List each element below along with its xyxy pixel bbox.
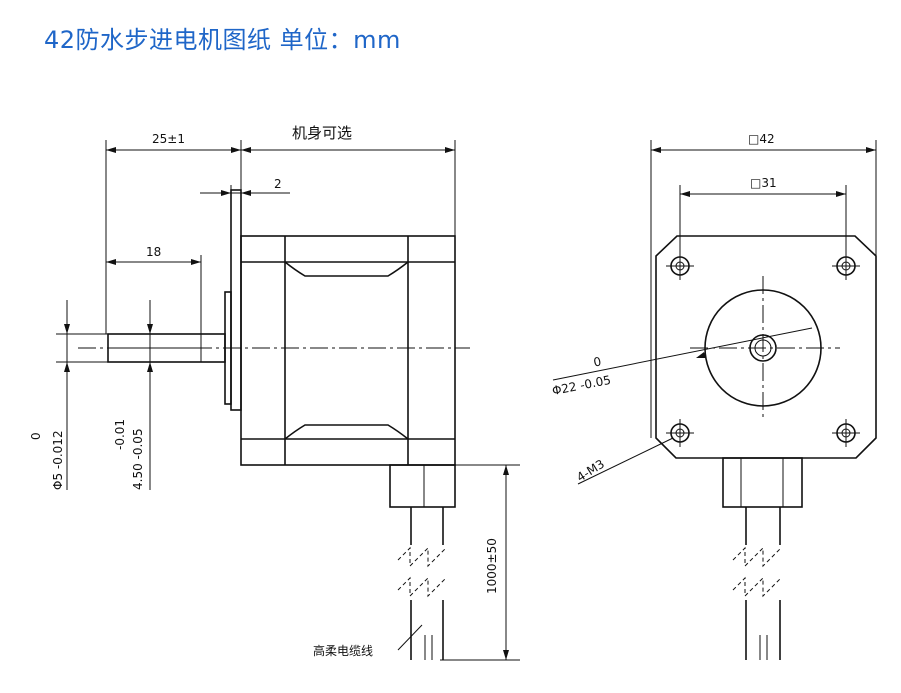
dim-flat: 4.50 -0.05 [131, 428, 145, 490]
dim-shaft-dia: Φ5 -0.012 [51, 430, 65, 490]
dim-flange-thickness: 2 [274, 177, 282, 191]
flange [230, 189, 242, 411]
front-view: □42 □31 0 Φ22 -0.05 4-M3 [551, 132, 877, 660]
dim-mount-holes: 4-M3 [574, 457, 607, 485]
dim-boss-tol: 0 [592, 354, 602, 369]
dim-shaft-flat: 18 [146, 245, 161, 259]
cable-label: 高柔电缆线 [313, 643, 373, 658]
front-gland [722, 457, 803, 508]
dim-flat-tol: -0.01 [113, 419, 127, 450]
motor-body [240, 235, 456, 466]
page-title: 42防水步进电机图纸 单位：mm [44, 26, 401, 54]
cable-gland [389, 464, 456, 508]
dim-body-length: 机身可选 [292, 124, 352, 142]
front-frame [655, 235, 877, 459]
mount-holes [666, 252, 860, 447]
side-view: 25±1 机身可选 2 18 0 Φ5 -0.012 -0.01 4.50 -0… [29, 124, 520, 661]
dim-frame-size: □42 [748, 132, 775, 146]
dim-shaft-dia-tol: 0 [29, 432, 43, 440]
dim-cable-length: 1000±50 [485, 538, 499, 594]
dim-shaft-length: 25±1 [152, 132, 185, 146]
dim-boss-dia: Φ22 -0.05 [551, 373, 612, 398]
dim-hole-spacing: □31 [750, 176, 777, 190]
